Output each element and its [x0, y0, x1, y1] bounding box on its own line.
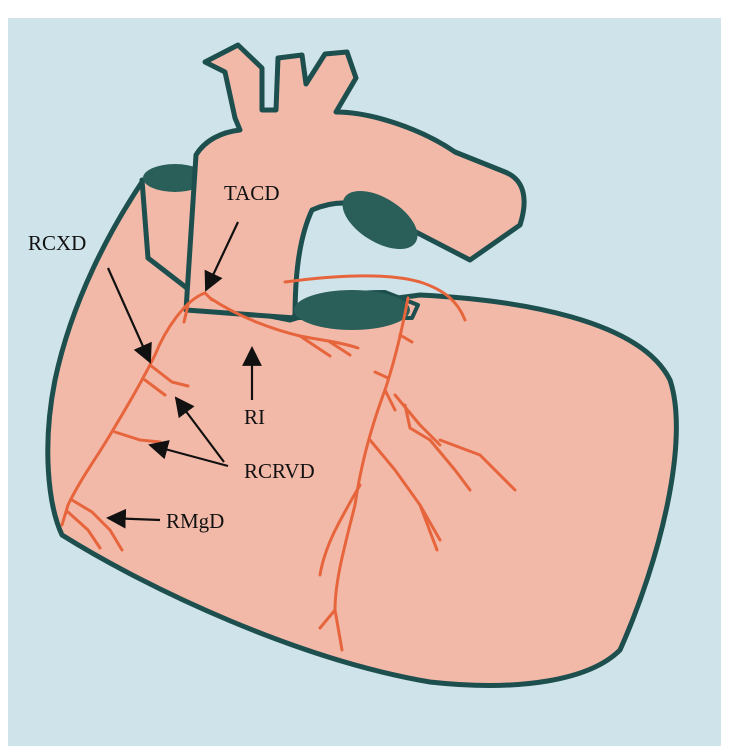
label-rcrvd: RCRVD: [244, 459, 315, 483]
label-ri: RI: [244, 405, 265, 429]
label-rcxd: RCXD: [28, 231, 86, 255]
pulmonary-opening: [294, 290, 410, 330]
label-tacd: TACD: [224, 181, 279, 205]
label-rmgd: RMgD: [166, 509, 224, 533]
